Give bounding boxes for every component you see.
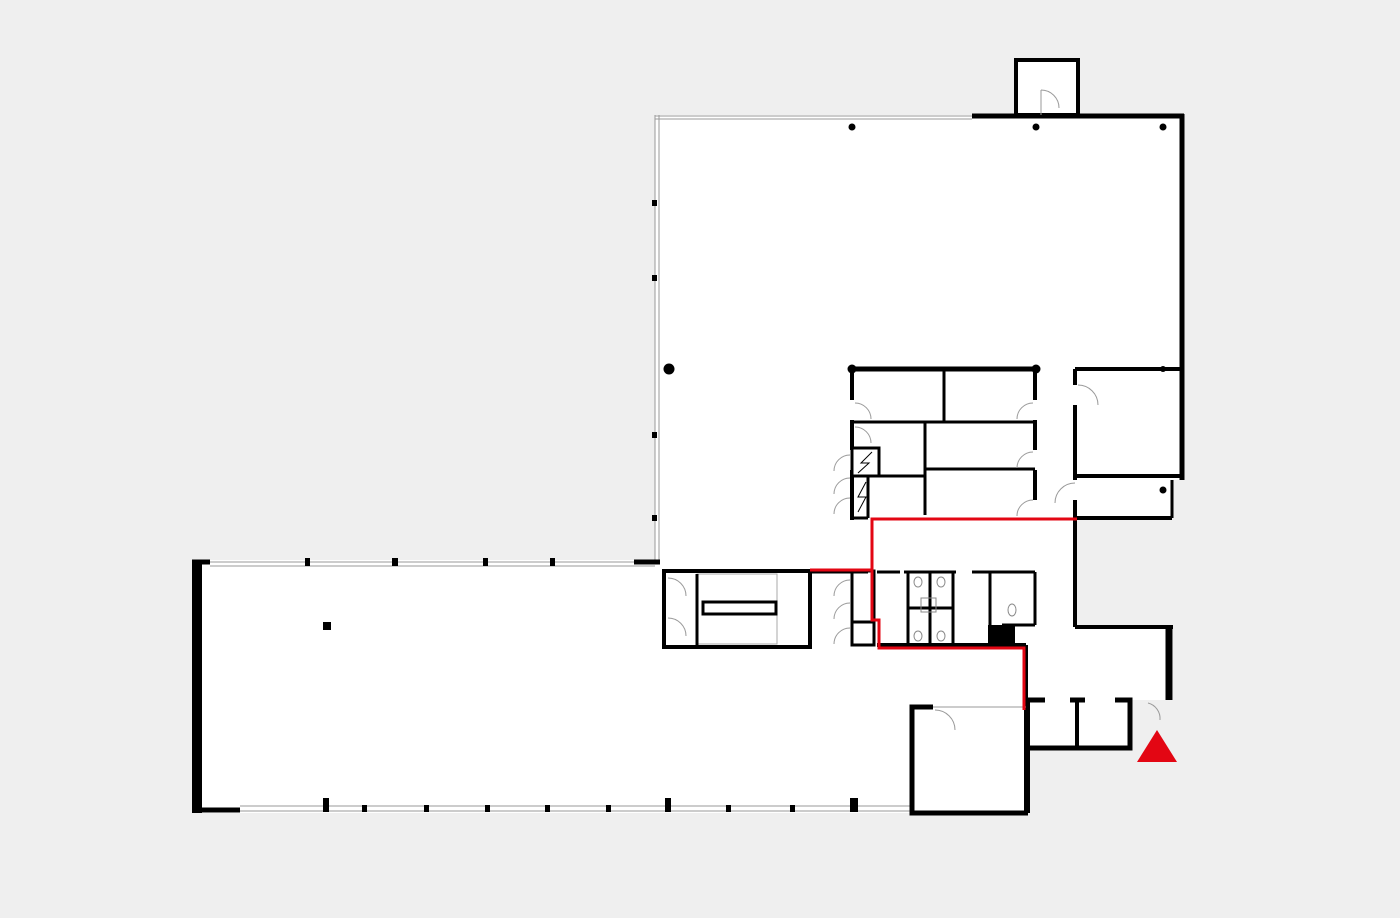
floor-area xyxy=(192,115,1182,813)
restrooms xyxy=(877,570,1037,645)
top-annex-room xyxy=(1014,58,1080,117)
core-rooms xyxy=(847,364,1041,520)
south-rooms xyxy=(909,697,1133,816)
you-are-here-triangle-icon xyxy=(1137,730,1177,762)
east-rooms xyxy=(1073,367,1182,700)
staircase xyxy=(662,569,812,649)
evacuation-route-corridor xyxy=(870,570,1026,710)
evacuation-route xyxy=(810,517,1077,572)
upper-hall-walls xyxy=(654,113,1185,560)
lower-wing-walls xyxy=(192,559,1028,813)
window-mullions xyxy=(305,200,858,812)
door-swings xyxy=(667,89,1161,731)
